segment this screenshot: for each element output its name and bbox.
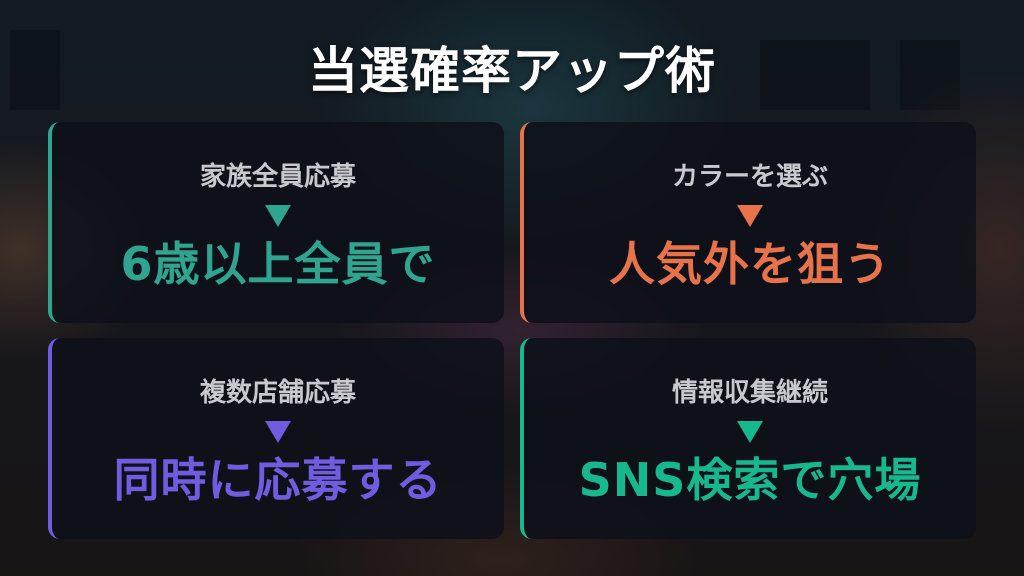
background-frame (900, 40, 960, 110)
tip-result: 同時に応募する (113, 453, 443, 507)
tip-result: SNS検索で穴場 (578, 453, 922, 507)
tip-label: カラーを選ぶ (671, 162, 828, 192)
page-title: 当選確率アップ術 (308, 42, 716, 100)
tip-card-info: 情報収集継続 SNS検索で穴場 (520, 338, 976, 539)
down-triangle-icon (265, 421, 291, 443)
tip-result: 人気外を狙う (609, 237, 891, 291)
background-shelf (760, 40, 870, 110)
background-window (10, 30, 60, 110)
tip-card-family: 家族全員応募 6歳以上全員で (48, 122, 504, 323)
down-triangle-icon (265, 205, 291, 227)
tip-label: 情報収集継続 (671, 378, 828, 408)
tip-card-multi-store: 複数店舗応募 同時に応募する (48, 338, 504, 539)
down-triangle-icon (737, 205, 763, 227)
tip-result: 6歳以上全員で (120, 237, 436, 291)
tip-label: 複数店舗応募 (199, 378, 356, 408)
tip-label: 家族全員応募 (199, 162, 356, 192)
tip-card-color: カラーを選ぶ 人気外を狙う (520, 122, 976, 323)
down-triangle-icon (737, 421, 763, 443)
